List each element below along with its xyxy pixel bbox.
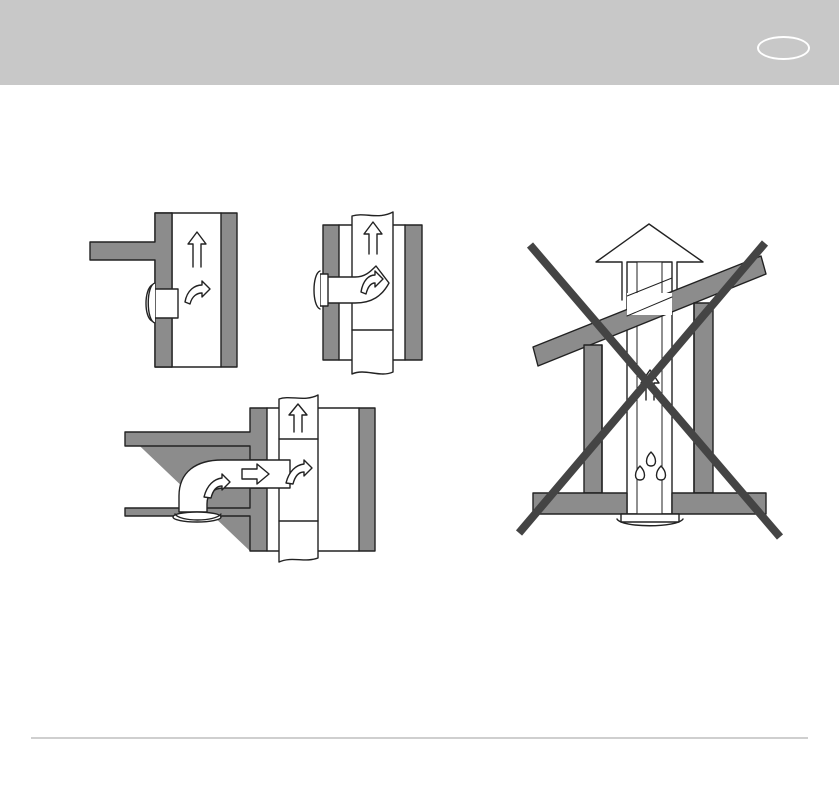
- airflow-curve-arrow-icon: [185, 281, 210, 304]
- figure-2-wall-duct-with-pipe: [314, 212, 422, 374]
- figure-3-ceiling-duct-with-elbow: [125, 395, 375, 562]
- footer-rule: [31, 737, 808, 739]
- airflow-up-arrow-icon: [188, 232, 206, 267]
- figure-4-roof-duct-incorrect: [519, 224, 780, 537]
- figure-1-wall-duct-short-adapter: [90, 213, 237, 367]
